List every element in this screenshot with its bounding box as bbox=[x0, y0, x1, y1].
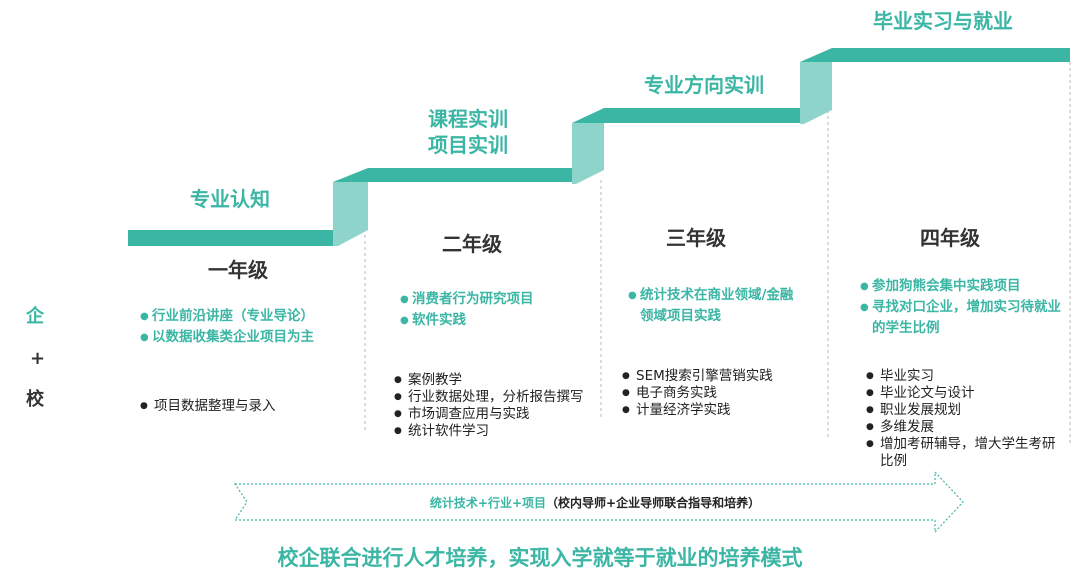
list-item: 职业发展规划 bbox=[866, 402, 1056, 419]
stage-3-grade: 三年级 bbox=[666, 226, 726, 250]
stage-1-black-list: 项目数据整理与录入 bbox=[140, 398, 355, 415]
list-item: 行业前沿讲座（专业导论） bbox=[140, 306, 355, 327]
list-item: 电子商务实践 bbox=[622, 385, 822, 402]
stage-4-grade: 四年级 bbox=[920, 226, 980, 250]
side-label-enterprise: 企 bbox=[26, 306, 44, 327]
list-item: 参加狗熊会集中实践项目 bbox=[860, 276, 1065, 297]
bottom-arrow-label: 统计技术+行业+项目（校内导师+企业导师联合指导和培养） bbox=[250, 494, 940, 511]
stage-3-green-list: 统计技术在商业领域/金融领域项目实践 bbox=[628, 285, 803, 327]
step-2-riser bbox=[572, 123, 604, 184]
stage-4-title: 毕业实习与就业 bbox=[873, 9, 1013, 33]
stage-2-black-list: 案例教学 行业数据处理，分析报告撰写 市场调查应用与实践 统计软件学习 bbox=[394, 372, 588, 440]
step-2-band bbox=[368, 168, 575, 182]
step-1-band bbox=[128, 230, 338, 246]
step-2-riser-edge bbox=[572, 108, 604, 123]
side-label-plus: + bbox=[30, 348, 46, 369]
list-item: 多维发展 bbox=[866, 419, 1056, 436]
list-item: 毕业实习 bbox=[866, 368, 1056, 385]
list-item: 案例教学 bbox=[394, 372, 588, 389]
list-item: 计量经济学实践 bbox=[622, 402, 822, 419]
list-item: 统计软件学习 bbox=[394, 423, 588, 440]
stage-1-grade: 一年级 bbox=[208, 258, 268, 282]
list-item: 增加考研辅导，增大学生考研比例 bbox=[866, 436, 1056, 470]
list-item: 市场调查应用与实践 bbox=[394, 406, 588, 423]
stage-4-green-list: 参加狗熊会集中实践项目 寻找对口企业，增加实习待就业的学生比例 bbox=[860, 276, 1065, 339]
list-item: SEM搜索引擎营销实践 bbox=[622, 368, 822, 385]
step-1-riser-edge bbox=[333, 168, 368, 182]
bottom-arrow-shape bbox=[233, 470, 964, 534]
list-item: 消费者行为研究项目 bbox=[400, 289, 595, 310]
stage-1-green-list: 行业前沿讲座（专业导论） 以数据收集类企业项目为主 bbox=[140, 306, 355, 348]
arrow-black-text: （校内导师+企业导师联合指导和培养） bbox=[546, 496, 761, 510]
stage-2-grade: 二年级 bbox=[442, 232, 502, 256]
step-3-band bbox=[604, 108, 804, 123]
stage-2-title: 课程实训 项目实训 bbox=[428, 107, 508, 157]
list-item: 寻找对口企业，增加实习待就业的学生比例 bbox=[860, 297, 1065, 339]
step-3-riser-edge bbox=[800, 48, 832, 62]
step-1-riser bbox=[333, 182, 368, 246]
list-item: 行业数据处理，分析报告撰写 bbox=[394, 389, 588, 406]
arrow-green-text: 统计技术+行业+项目 bbox=[429, 496, 547, 510]
stage-2-green-list: 消费者行为研究项目 软件实践 bbox=[400, 289, 595, 331]
stage-3-title: 专业方向实训 bbox=[644, 73, 764, 97]
list-item: 毕业论文与设计 bbox=[866, 385, 1056, 402]
list-item: 项目数据整理与录入 bbox=[140, 398, 355, 415]
stage-1-title: 专业认知 bbox=[190, 187, 270, 211]
list-item: 以数据收集类企业项目为主 bbox=[140, 327, 355, 348]
bottom-slogan: 校企联合进行人才培养，实现入学就等于就业的培养模式 bbox=[277, 546, 803, 570]
list-item: 软件实践 bbox=[400, 310, 595, 331]
step-3-riser bbox=[800, 62, 832, 124]
step-4-band bbox=[832, 48, 1070, 62]
side-label-school: 校 bbox=[26, 389, 44, 410]
stage-3-black-list: SEM搜索引擎营销实践 电子商务实践 计量经济学实践 bbox=[622, 368, 822, 419]
stage-4-black-list: 毕业实习 毕业论文与设计 职业发展规划 多维发展 增加考研辅导，增大学生考研比例 bbox=[866, 368, 1056, 470]
list-item: 统计技术在商业领域/金融领域项目实践 bbox=[628, 285, 803, 327]
